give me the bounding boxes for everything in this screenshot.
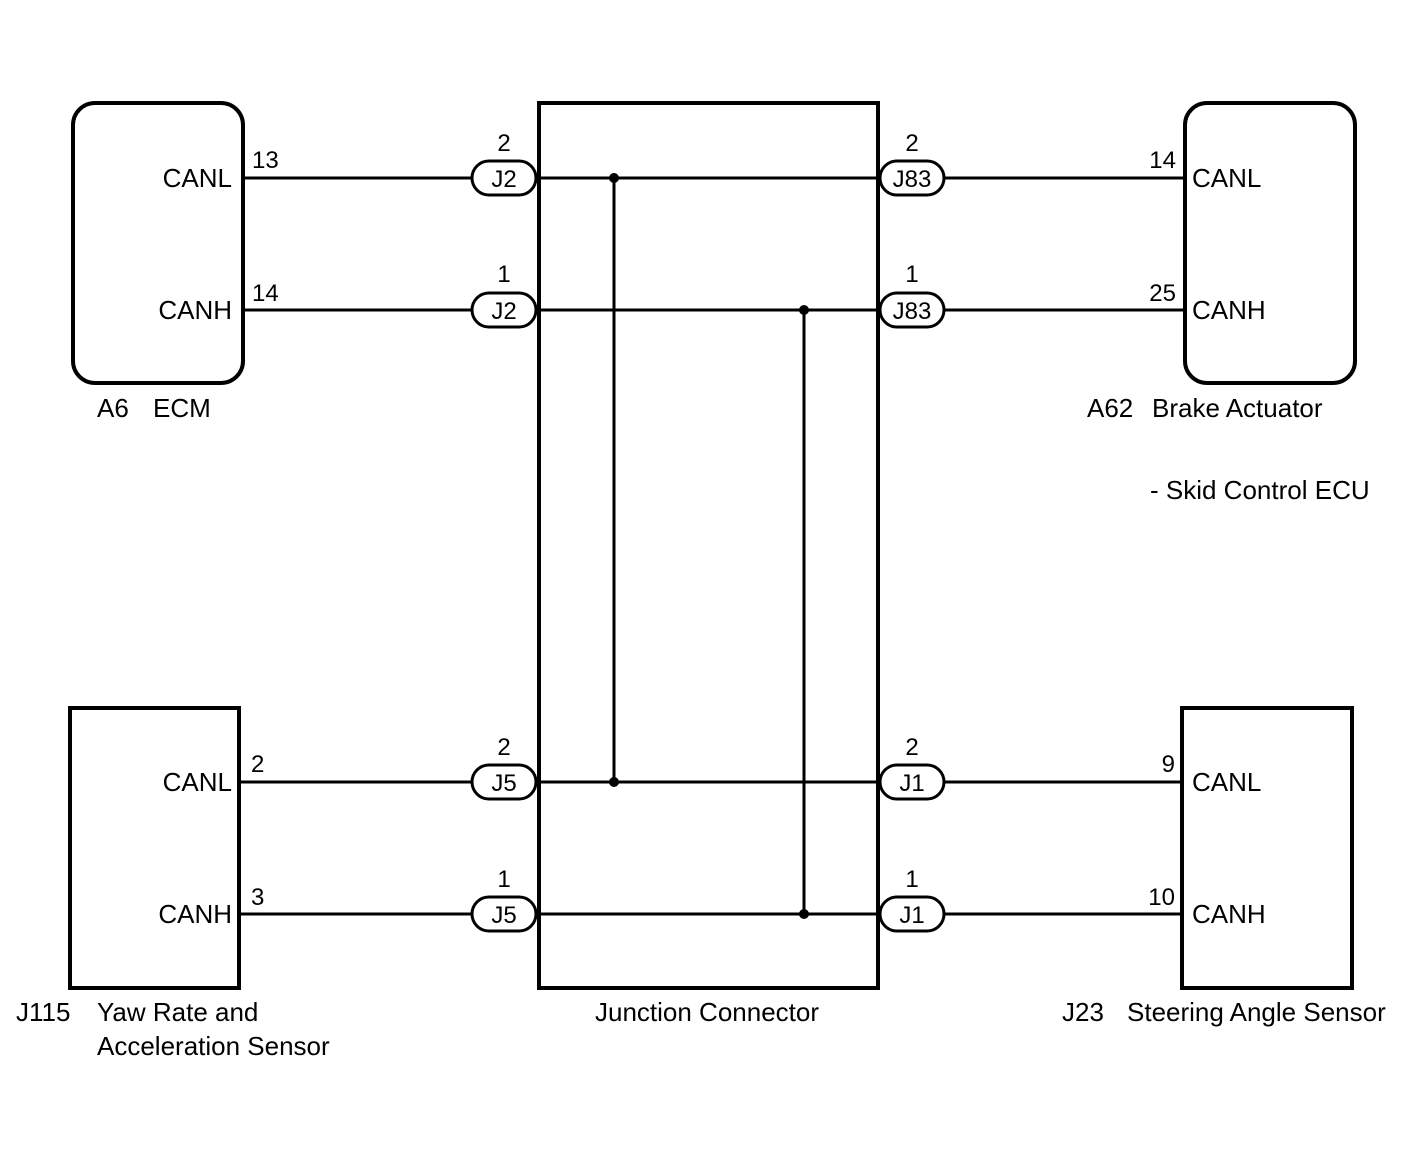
connector-j2-canh: J2 1 <box>470 261 538 329</box>
connector-label: J2 <box>491 298 516 325</box>
canh-junction-dot-top <box>799 305 809 315</box>
canl-junction-dot-bottom <box>609 777 619 787</box>
brake-canl-label: CANL <box>1192 163 1261 193</box>
connector-j1-canh: J1 1 <box>878 866 946 933</box>
ecm-id: A6 <box>97 393 129 423</box>
ecm-name: ECM <box>153 393 211 423</box>
brake-canh-label: CANH <box>1192 295 1266 325</box>
yaw-rate-sensor-box <box>68 706 241 990</box>
brake-actuator-box <box>1183 101 1357 385</box>
junction-connector-box <box>537 101 880 990</box>
yaw-id: J115 <box>16 997 70 1027</box>
connector-pin: 2 <box>497 734 510 761</box>
yaw-canh-label: CANH <box>158 899 232 929</box>
yaw-name-line2: Acceleration Sensor <box>97 1031 330 1061</box>
connector-pin: 2 <box>905 130 918 157</box>
connector-label: J1 <box>899 902 924 929</box>
connector-pin: 2 <box>905 734 918 761</box>
connector-j1-canl: J1 2 <box>878 734 946 801</box>
ecm-box <box>71 101 245 385</box>
ecm-canl-label: CANL <box>163 163 232 193</box>
canh-junction-dot-bottom <box>799 909 809 919</box>
yaw-canh-pin: 3 <box>251 884 264 911</box>
steer-canl-label: CANL <box>1192 767 1261 797</box>
connector-j5-canh: J5 1 <box>470 866 538 933</box>
steer-canh-pin: 10 <box>1148 884 1175 911</box>
brake-id: A62 <box>1087 393 1133 423</box>
connector-label: J2 <box>491 166 516 193</box>
steer-name: Steering Angle Sensor <box>1127 997 1386 1027</box>
brake-canh-pin: 25 <box>1149 280 1176 307</box>
connector-label: J5 <box>491 770 516 797</box>
brake-name: Brake Actuator <box>1152 393 1323 423</box>
brake-canl-pin: 14 <box>1149 147 1176 174</box>
connector-label: J83 <box>893 166 932 193</box>
steering-angle-sensor-box <box>1180 706 1354 990</box>
connector-pin: 1 <box>497 261 510 288</box>
steer-canh-label: CANH <box>1192 899 1266 929</box>
yaw-canl-pin: 2 <box>251 751 264 778</box>
connector-j5-canl: J5 2 <box>470 734 538 801</box>
connector-pin: 1 <box>905 866 918 893</box>
yaw-canl-label: CANL <box>163 767 232 797</box>
steer-canl-pin: 9 <box>1162 751 1175 778</box>
connector-pin: 1 <box>497 866 510 893</box>
connector-j83-canh: J83 1 <box>878 261 946 329</box>
connector-j83-canl: J83 2 <box>878 130 946 197</box>
steer-id: J23 <box>1062 997 1104 1027</box>
ecm-canl-pin: 13 <box>252 147 279 174</box>
ecm-canh-label: CANH <box>158 295 232 325</box>
canl-junction-dot-top <box>609 173 619 183</box>
junction-connector-name: Junction Connector <box>595 997 819 1027</box>
connector-label: J83 <box>893 298 932 325</box>
yaw-name: Yaw Rate and <box>97 997 258 1027</box>
connector-j2-canl: J2 2 <box>470 130 538 197</box>
connector-pin: 1 <box>905 261 918 288</box>
connector-pin: 2 <box>497 130 510 157</box>
connector-label: J1 <box>899 770 924 797</box>
brake-name-line2: - Skid Control ECU <box>1150 475 1370 505</box>
connector-label: J5 <box>491 902 516 929</box>
ecm-canh-pin: 14 <box>252 280 279 307</box>
